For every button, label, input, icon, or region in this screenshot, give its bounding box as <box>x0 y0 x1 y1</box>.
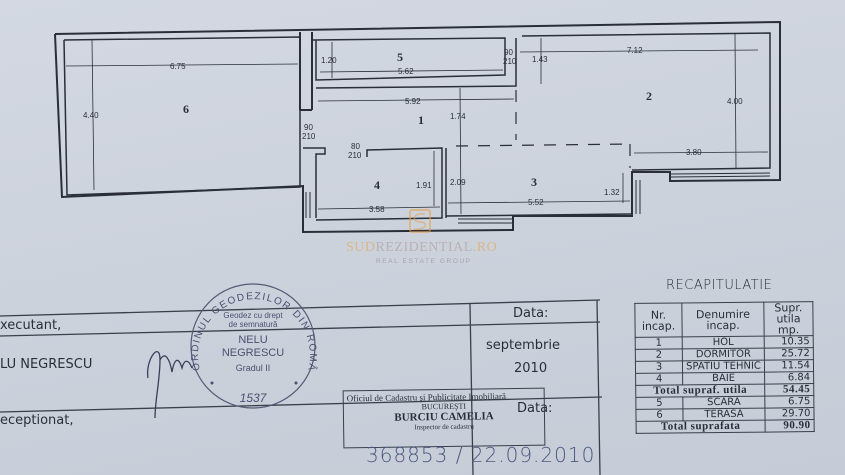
header-name: Denumire incap. <box>681 302 765 337</box>
svg-text:90: 90 <box>504 48 513 57</box>
svg-text:1.43: 1.43 <box>532 55 548 64</box>
recap-title: RECAPITULATIE <box>666 278 773 293</box>
stamp-role: Inspector de cadastru <box>414 422 474 432</box>
recap-header-row: Nr. incap. Denumire incap. Supr. utila m… <box>634 301 814 338</box>
header-area: Supr. utila mp. <box>763 301 814 336</box>
svg-text:5: 5 <box>397 50 403 64</box>
svg-text:210: 210 <box>302 132 316 141</box>
svg-text:3: 3 <box>531 175 537 189</box>
svg-text:4.40: 4.40 <box>83 111 99 120</box>
svg-text:210: 210 <box>348 151 362 160</box>
svg-text:1.32: 1.32 <box>604 188 620 197</box>
watermark-tagline: REAL ESTATE GROUP <box>376 258 472 265</box>
svg-text:5.52: 5.52 <box>528 198 544 207</box>
official-stamp: Oficiul de Cadastru şi Publicitate Imobi… <box>342 387 546 449</box>
svg-text:6: 6 <box>183 102 189 116</box>
svg-text:4: 4 <box>374 178 380 192</box>
recap-table: Nr. incap. Denumire incap. Supr. utila m… <box>634 301 815 434</box>
svg-text:2: 2 <box>646 89 652 103</box>
svg-text:1.91: 1.91 <box>416 181 432 190</box>
svg-text:6.75: 6.75 <box>170 62 186 71</box>
svg-text:90: 90 <box>304 123 313 132</box>
svg-text:1: 1 <box>418 113 424 127</box>
executant-name: LU NEGRESCU <box>0 357 93 372</box>
svg-text:7.12: 7.12 <box>627 46 643 55</box>
date-year: 2010 <box>514 361 548 376</box>
svg-text:5.62: 5.62 <box>398 67 414 76</box>
floor-plan-drawing: 6.75 4.40 1.20 5.62 5.92 1.74 7.12 1.43 … <box>54 20 781 234</box>
svg-text:3.80: 3.80 <box>686 148 702 157</box>
handwritten-registration: 368853 / 22.09.2010 <box>366 443 596 467</box>
svg-text:5.92: 5.92 <box>405 97 421 106</box>
svg-text:80: 80 <box>351 142 360 151</box>
seal-line-1: Geodez cu drept <box>223 311 283 320</box>
svg-text:1.20: 1.20 <box>321 56 337 65</box>
header-nr: Nr. incap. <box>634 302 683 338</box>
date-month: septembrie <box>486 338 560 353</box>
svg-text:1.74: 1.74 <box>450 112 466 121</box>
svg-text:3.58: 3.58 <box>369 205 385 214</box>
svg-text:210: 210 <box>503 57 517 66</box>
seal-grade: Gradul II <box>235 363 271 373</box>
date-label-2: Data: <box>517 401 553 416</box>
svg-text:2.09: 2.09 <box>450 178 466 187</box>
watermark-brand: SUDREZIDENTIAL.RO <box>346 240 498 255</box>
svg-text:4.00: 4.00 <box>727 97 743 106</box>
seal-name-2: NEGRESCU <box>221 347 285 359</box>
executant-label: xecutant, <box>0 318 62 333</box>
receptionat-label: eceptionat, <box>0 413 74 428</box>
date-label-1: Data: <box>513 306 549 321</box>
seal-name-1: NELU <box>238 334 268 346</box>
seal-number: 1537 <box>239 391 267 405</box>
seal-line-2: de semnatură <box>228 320 278 329</box>
watermark-logo-icon <box>409 209 431 233</box>
